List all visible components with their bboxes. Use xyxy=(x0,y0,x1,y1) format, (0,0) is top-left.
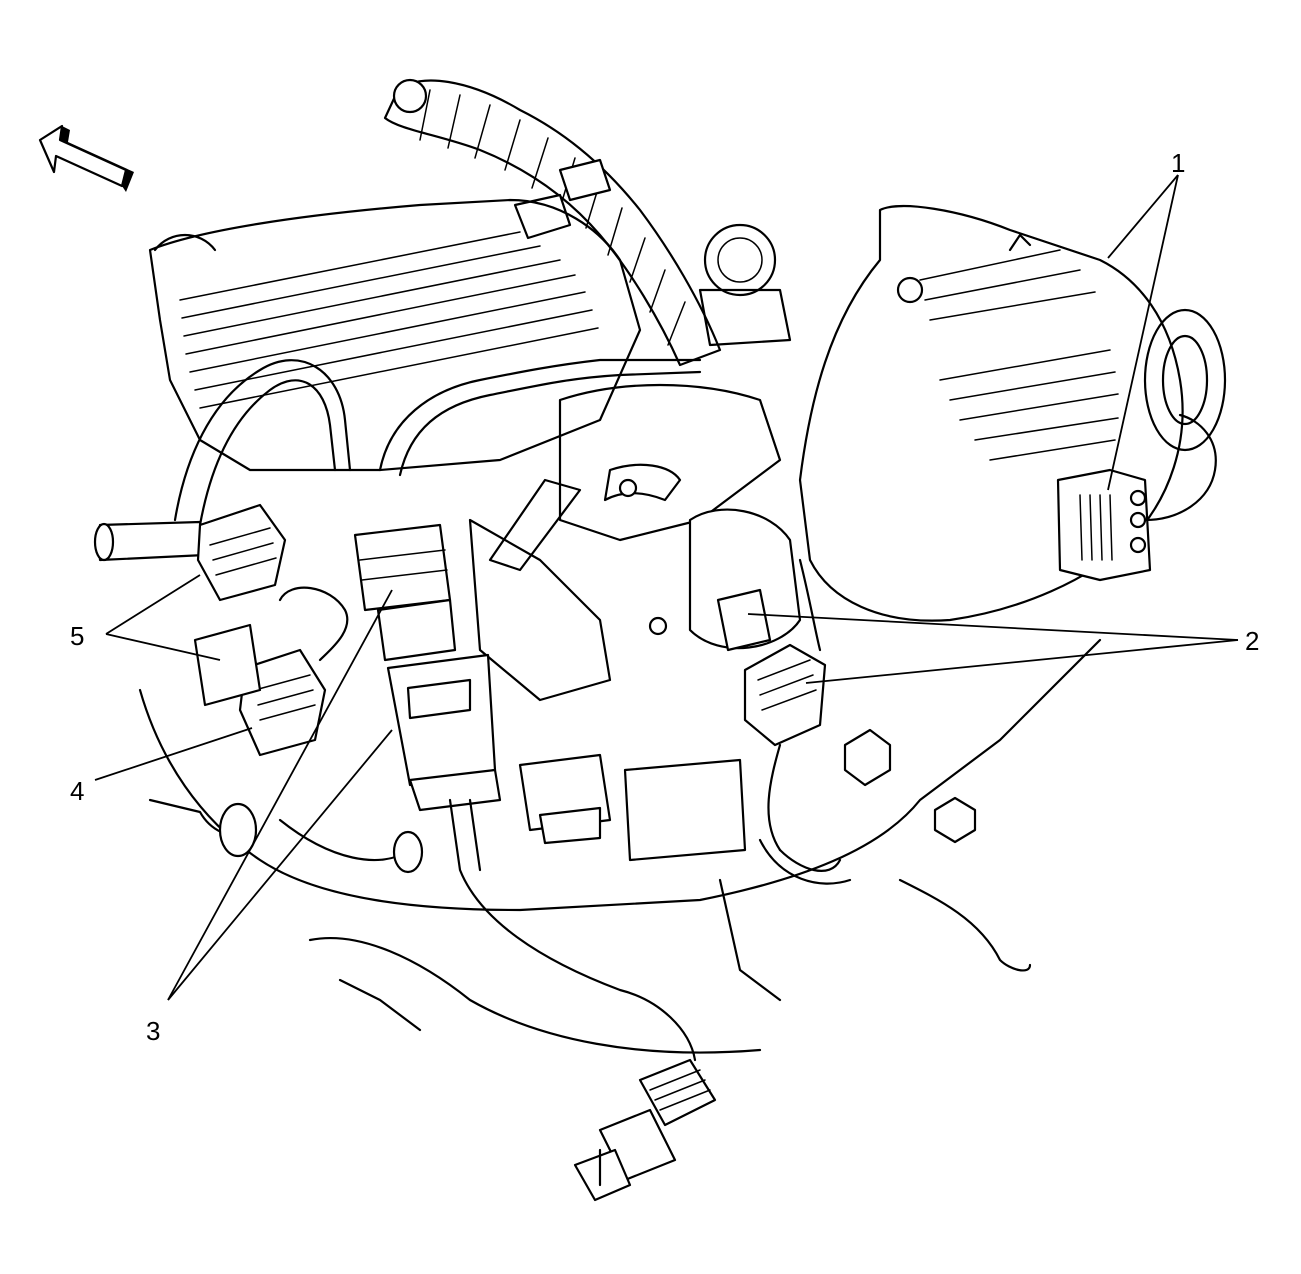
callout-3: 3 xyxy=(146,1016,160,1046)
left-harness xyxy=(93,358,702,662)
connector-5 xyxy=(193,503,287,707)
connector-3 xyxy=(353,523,697,1062)
valve-cover xyxy=(148,198,642,472)
upper-harness xyxy=(383,78,722,367)
oxygen-sensor xyxy=(573,1058,717,1202)
intake-assembly xyxy=(468,223,802,702)
callout-4: 4 xyxy=(70,776,84,806)
callout-1: 1 xyxy=(1171,148,1185,178)
alternator xyxy=(798,204,1227,622)
arrow-up-left-icon xyxy=(38,124,134,192)
engine-block-lower xyxy=(138,638,1102,1054)
connector-4 xyxy=(238,648,327,757)
callout-5: 5 xyxy=(70,621,84,651)
callout-2: 2 xyxy=(1245,626,1259,656)
leader-lines xyxy=(94,174,1239,1001)
connector-2 xyxy=(716,558,827,852)
